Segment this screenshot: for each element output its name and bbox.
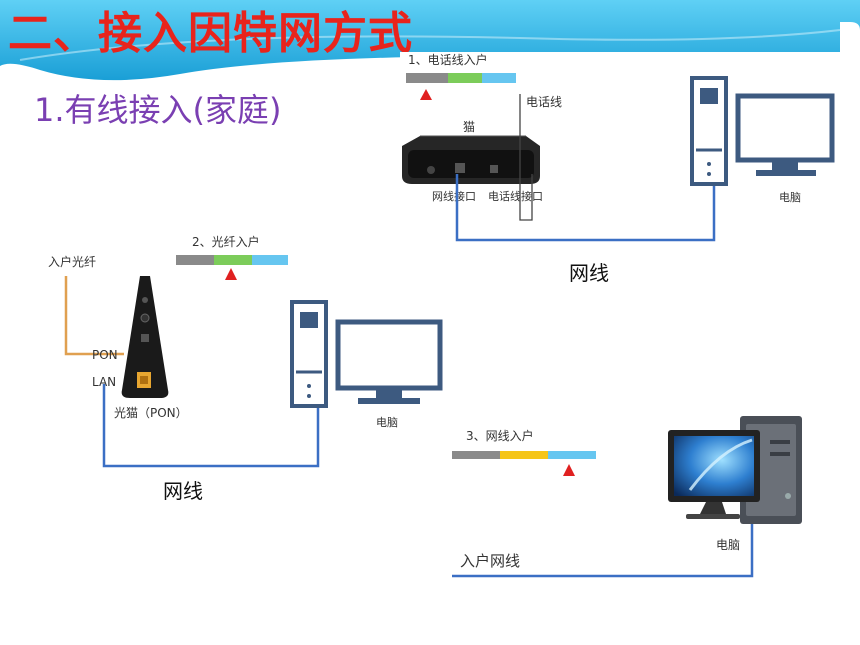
ethernet-heading: 3、网线入户 <box>466 428 534 443</box>
phone-line-wire <box>519 94 533 221</box>
phone-line-panel: 1、电话线入户 电话线 猫 网线接口 电话线接口 <box>400 52 840 242</box>
ethernet-cable-label: 入户网线 <box>460 552 520 570</box>
pon-port-label: PON <box>92 348 118 362</box>
fiber-heading: 2、光纤入户 <box>192 234 260 249</box>
computer-icon <box>290 300 443 408</box>
access-bar-green <box>214 255 252 265</box>
network-cable-label-2: 网线 <box>163 479 203 503</box>
access-bar-blue <box>252 255 288 265</box>
access-bar-blue <box>548 451 596 459</box>
position-marker-icon <box>563 464 575 476</box>
network-cable-label-1: 网线 <box>569 261 609 285</box>
network-cable-1 <box>455 174 716 242</box>
access-bar-blue <box>482 73 516 83</box>
desktop-computer-icon <box>668 416 802 524</box>
modem-label: 猫 <box>463 120 475 134</box>
lan-port-label: LAN <box>92 375 116 389</box>
fiber-panel: 2、光纤入户 入户光纤 PON LAN 光猫（PON） <box>48 234 443 468</box>
access-bar-gray <box>406 73 448 83</box>
optical-modem-icon <box>121 276 169 398</box>
page-title: 二、接入因特网方式 <box>8 8 413 59</box>
phone-port-label: 电话线接口 <box>488 189 543 203</box>
fiber-label: 入户光纤 <box>48 254 96 269</box>
network-cable-3 <box>452 524 754 578</box>
phone-line-label: 电话线 <box>526 95 562 109</box>
computer-label-3: 电脑 <box>716 538 740 552</box>
optical-modem-label: 光猫（PON） <box>114 406 188 420</box>
network-port-label: 网线接口 <box>432 189 476 203</box>
modem-icon <box>402 135 540 184</box>
position-marker-icon <box>420 89 432 100</box>
access-bar-gray <box>452 451 500 459</box>
computer-label-2: 电脑 <box>376 416 398 429</box>
position-marker-icon <box>225 268 237 280</box>
network-cable-2 <box>102 384 320 468</box>
title-banner <box>0 0 860 81</box>
ethernet-panel: 3、网线入户 电脑 入户网线 <box>452 416 802 578</box>
access-bar-green <box>448 73 482 83</box>
access-bar-gray <box>176 255 214 265</box>
computer-icon <box>690 76 835 186</box>
page-subtitle: 1.有线接入(家庭) <box>34 91 282 129</box>
access-bar-yellow <box>500 451 548 459</box>
computer-label-1: 电脑 <box>779 191 801 204</box>
phone-line-heading: 1、电话线入户 <box>408 52 488 67</box>
fiber-line <box>64 276 124 356</box>
